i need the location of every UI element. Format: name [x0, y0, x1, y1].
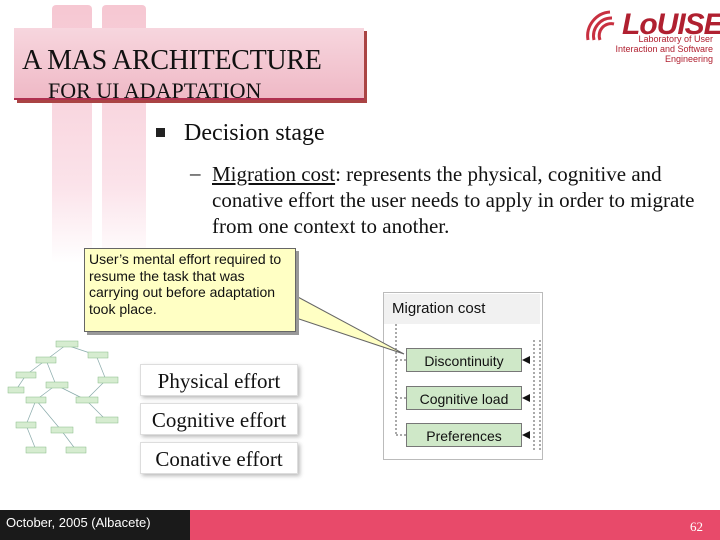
- migration-node-preferences: Preferences: [406, 423, 522, 447]
- effort-box-cognitive: Cognitive effort: [140, 403, 298, 435]
- network-graph-thumbnail: [7, 340, 119, 454]
- sub-bullet-dash: –: [190, 161, 201, 185]
- logo-subtitle: Laboratory of User Interaction and Softw…: [615, 34, 713, 64]
- title-banner: [14, 28, 364, 100]
- louise-logo-icon: [586, 10, 615, 41]
- effort-box-physical: Physical effort: [140, 364, 298, 396]
- bullet-icon: [156, 128, 165, 137]
- sub-bullet-term: Migration cost: [212, 162, 336, 186]
- sub-bullet-body: : represents the physical, cognitive and…: [212, 162, 695, 238]
- footer-date: October, 2005 (Albacete): [6, 515, 151, 530]
- logo-name: LoUISE: [622, 8, 720, 41]
- migration-node-cognitive-load: Cognitive load: [406, 386, 522, 410]
- footer-left-block: [0, 510, 190, 540]
- migration-diagram-title: Migration cost: [384, 294, 540, 324]
- migration-connectors: [395, 324, 541, 450]
- slide-title-line1: A MAS ARCHITECTURE: [22, 45, 322, 76]
- migration-node-discontinuity: Discontinuity: [406, 348, 522, 372]
- effort-box-conative: Conative effort: [140, 442, 298, 474]
- sub-bullet-text: Migration cost: represents the physical,…: [212, 161, 712, 239]
- slide-title-line2: FOR UI ADAPTATION: [48, 78, 262, 103]
- page-number: 62: [690, 519, 703, 534]
- bullet-text: Decision stage: [184, 120, 325, 146]
- migration-diagram-frame: [383, 292, 543, 460]
- callout-tooltip: User’s mental effort required to resume …: [84, 248, 296, 332]
